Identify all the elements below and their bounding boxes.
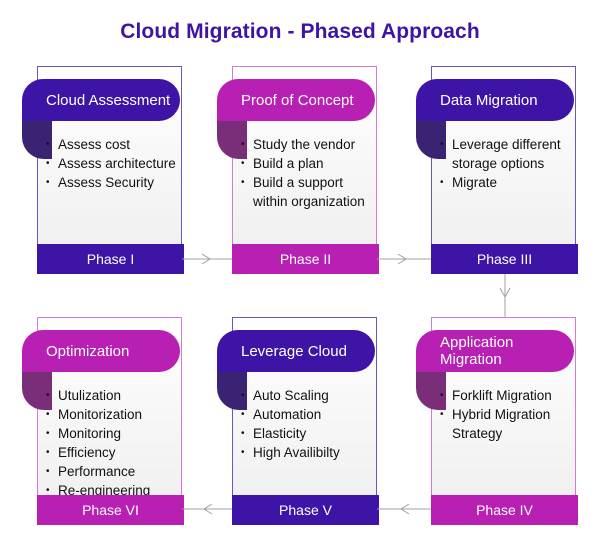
arrow-right-icon: [201, 253, 211, 265]
phase-heading: Cloud Assessment: [22, 79, 180, 121]
phase-items: Auto Scaling Automation Elasticity High …: [241, 386, 372, 462]
phase-card-1: Cloud Assessment Assess cost Assess arch…: [22, 66, 184, 274]
diagram-title: Cloud Migration - Phased Approach: [120, 20, 480, 43]
list-item: Assess cost: [46, 135, 177, 154]
phase-label: Phase II: [232, 244, 379, 274]
arrow-left-icon: [203, 503, 213, 515]
list-item: Assess architecture: [46, 154, 177, 173]
phase-items: Forklift Migration Hybrid Migration Stra…: [440, 386, 571, 443]
phase-heading: Proof of Concept: [217, 79, 375, 121]
list-item: Efficiency: [46, 443, 177, 462]
list-item: Utulization: [46, 386, 177, 405]
list-item: Build a plan: [241, 154, 372, 173]
phase-card-5: Leverage Cloud Auto Scaling Automation E…: [217, 317, 379, 525]
phase-card-6: Optimization Utulization Monitorization …: [22, 317, 184, 525]
phase-label: Phase VI: [37, 495, 184, 525]
list-item: High Availibilty: [241, 443, 372, 462]
arrow-right-icon: [397, 253, 407, 265]
list-item: Hybrid Migration Strategy: [440, 405, 571, 443]
list-item: Migrate: [440, 173, 571, 192]
phase-heading: Data Migration: [416, 79, 574, 121]
list-item: Monitorization: [46, 405, 177, 424]
list-item: Automation: [241, 405, 372, 424]
phase-label: Phase V: [232, 495, 379, 525]
phase-card-3: Data Migration Leverage different storag…: [416, 66, 578, 274]
phase-card-2: Proof of Concept Study the vendor Build …: [217, 66, 379, 274]
list-item: Performance: [46, 462, 177, 481]
phase-items: Assess cost Assess architecture Assess S…: [46, 135, 177, 192]
phase-label: Phase I: [37, 244, 184, 274]
arrow-left-icon: [400, 503, 410, 515]
arrow-down-icon: [499, 287, 511, 299]
phase-heading: Optimization: [22, 330, 180, 372]
phase-label: Phase III: [431, 244, 578, 274]
list-item: Monitoring: [46, 424, 177, 443]
phase-items: Study the vendor Build a plan Build a su…: [241, 135, 372, 211]
list-item: Re-engineering: [46, 481, 177, 500]
phase-card-4: Application Migration Forklift Migration…: [416, 317, 578, 525]
list-item: Study the vendor: [241, 135, 372, 154]
list-item: Build a support within organization: [241, 173, 372, 211]
list-item: Assess Security: [46, 173, 177, 192]
phase-label: Phase IV: [431, 495, 578, 525]
list-item: Elasticity: [241, 424, 372, 443]
list-item: Auto Scaling: [241, 386, 372, 405]
phase-items: Utulization Monitorization Monitoring Ef…: [46, 386, 177, 500]
list-item: Forklift Migration: [440, 386, 571, 405]
phase-items: Leverage different storage options Migra…: [440, 135, 571, 192]
phase-heading: Application Migration: [416, 330, 574, 372]
phase-heading: Leverage Cloud: [217, 330, 375, 372]
list-item: Leverage different storage options: [440, 135, 571, 173]
